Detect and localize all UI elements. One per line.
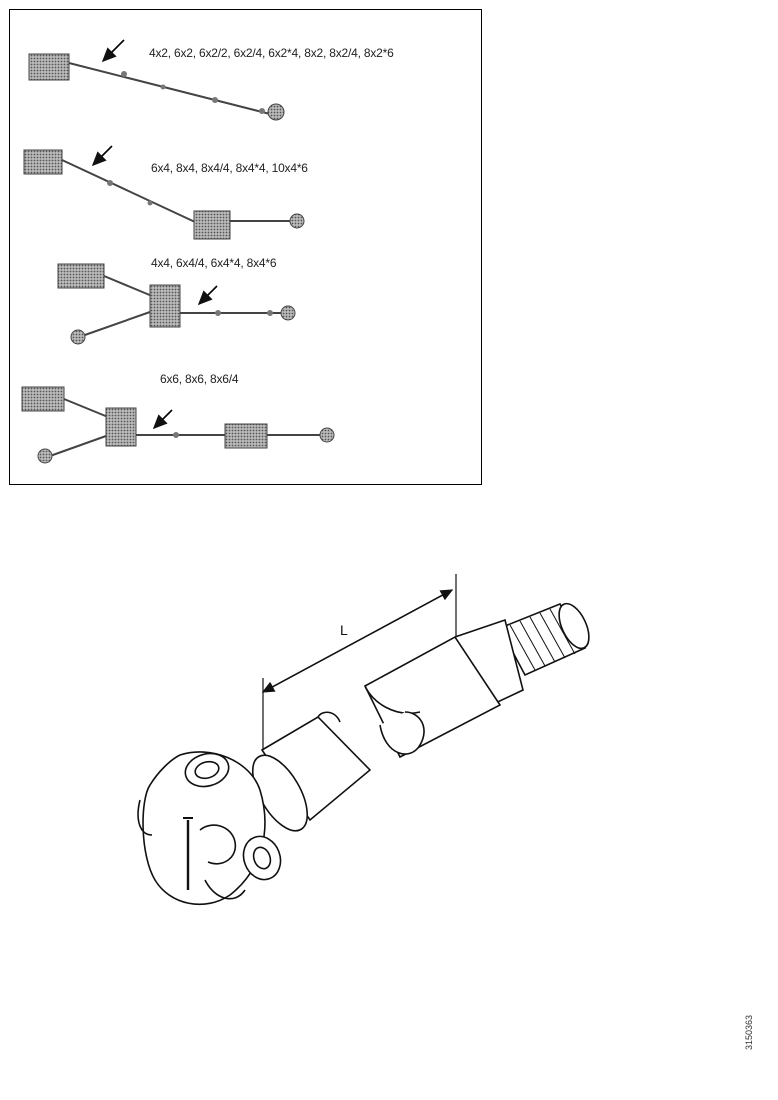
config-label-4: 6x6, 8x6, 8x6/4 [160, 372, 239, 386]
front-axle-icon [37, 448, 53, 464]
rear-axle-icon [280, 305, 296, 321]
pointer-arrow-icon [197, 285, 218, 306]
driveline-diagram-3 [57, 263, 296, 345]
engine-icon [21, 386, 65, 412]
transfer-case-icon [149, 284, 181, 328]
config-label-3: 4x4, 6x4/4, 6x4*4, 8x4*6 [151, 256, 277, 270]
driveline-diagram-2 [23, 145, 305, 240]
propeller-shaft [63, 398, 109, 418]
front-shaft [49, 435, 107, 457]
transfer-case-icon [105, 407, 137, 447]
engine-icon [57, 263, 105, 289]
config-label-1: 4x2, 6x2, 6x2/2, 6x2/4, 6x2*4, 8x2, 8x2/… [149, 46, 394, 60]
front-axle-icon [70, 329, 86, 345]
axle-icon [193, 210, 231, 240]
pointer-arrow-icon [91, 145, 113, 167]
length-dimension-label: L [340, 622, 348, 638]
driveline-diagram-4 [21, 386, 335, 464]
propeller-shaft [61, 159, 196, 223]
config-label-2: 6x4, 8x4, 8x4/4, 8x4*4, 10x4*6 [151, 161, 308, 175]
driveline-diagram-1 [28, 39, 285, 121]
propeller-shaft [103, 275, 153, 297]
rear-axle-icon [319, 427, 335, 443]
propeller-shaft-drawing [137, 574, 590, 906]
pointer-arrow-icon [101, 39, 125, 63]
gearbox-icon [28, 53, 70, 81]
propeller-shaft [68, 62, 271, 115]
driveline-configurations-panel: 4x2, 6x2, 6x2/2, 6x2/4, 6x2*4, 8x2, 8x2/… [9, 9, 482, 485]
figure-reference-number: 3150363 [744, 1014, 754, 1050]
front-shaft [81, 311, 151, 337]
rear-axle-icon [289, 213, 305, 229]
rear-axle-icon [267, 103, 285, 121]
pointer-arrow-icon [152, 409, 173, 430]
gearbox-icon [23, 149, 63, 175]
axle-icon [224, 423, 268, 449]
